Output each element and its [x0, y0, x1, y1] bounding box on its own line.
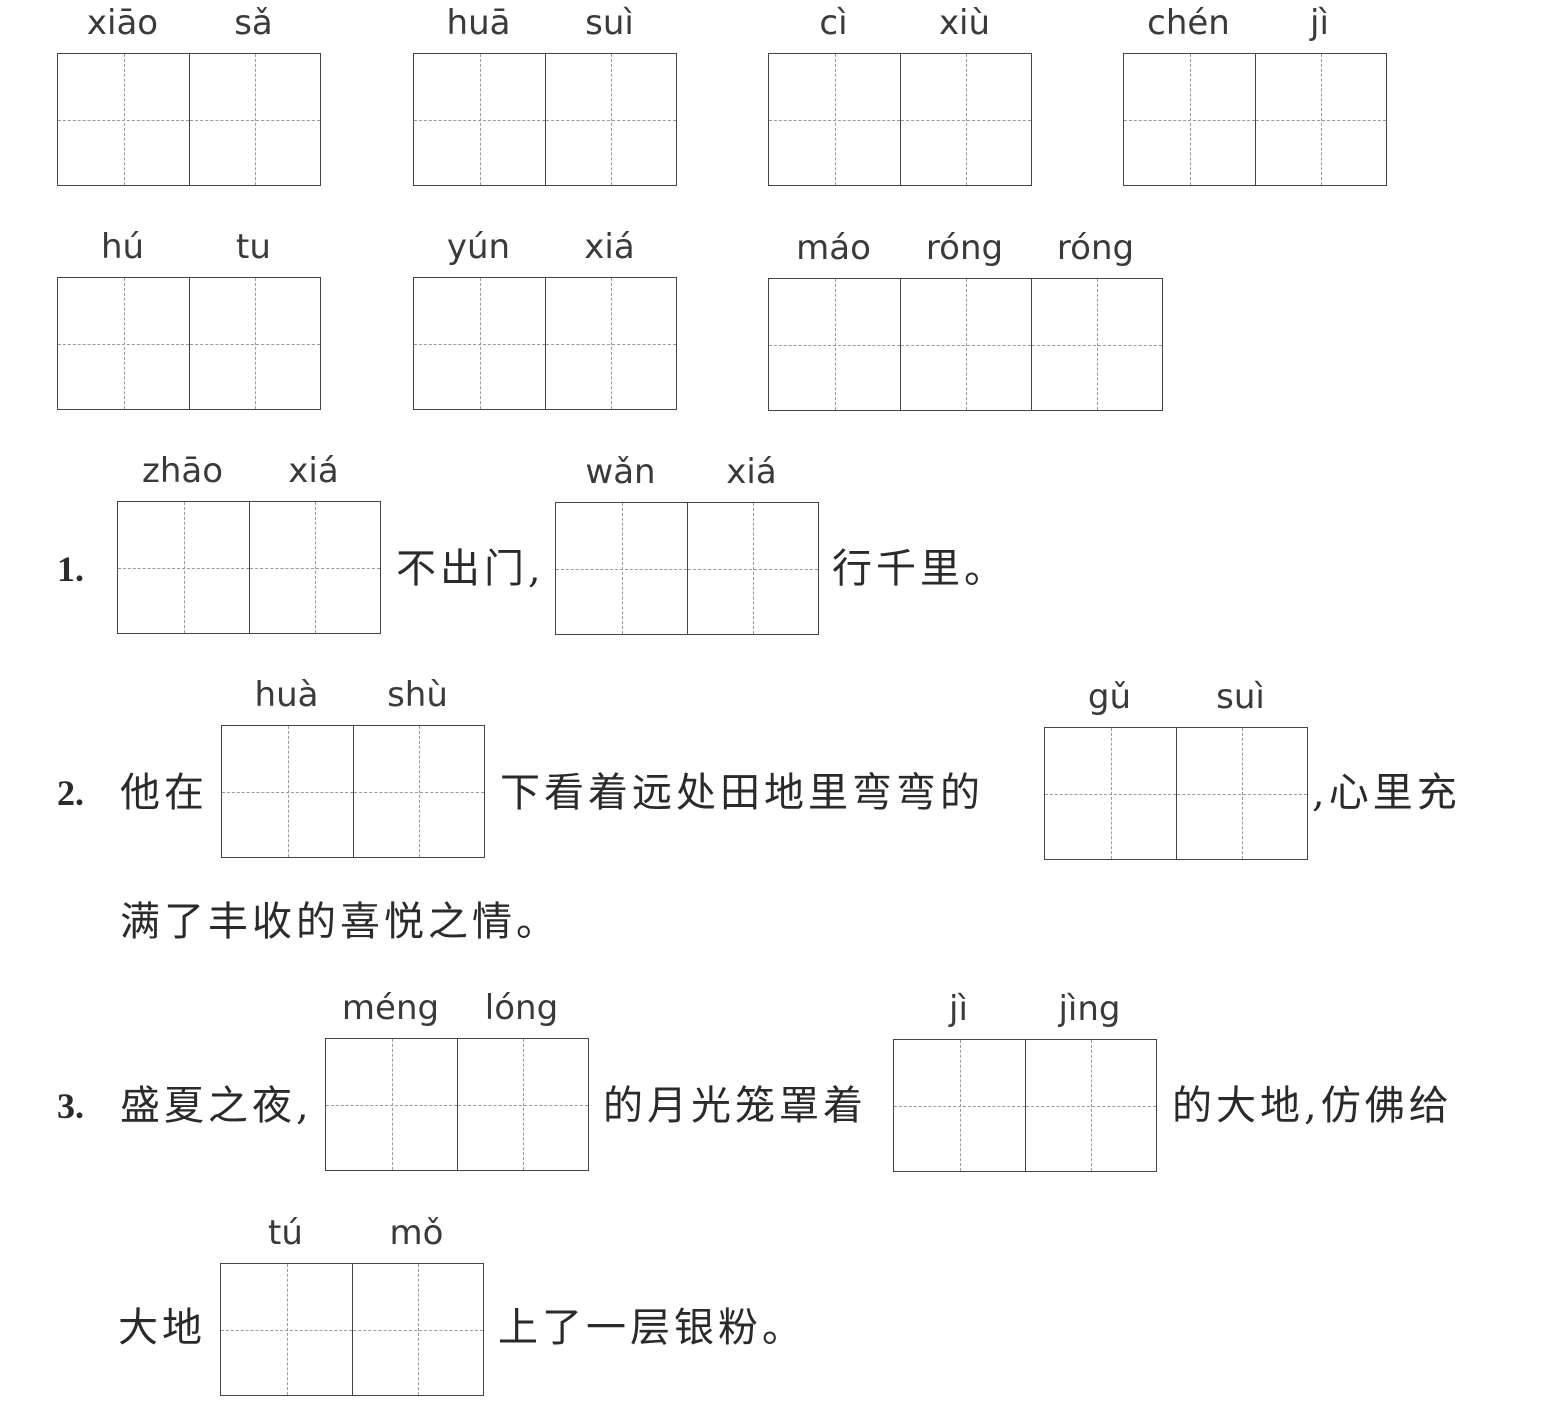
writing-grid: [325, 1038, 589, 1171]
question-number: 2.: [57, 773, 84, 813]
writing-cell[interactable]: [222, 726, 353, 857]
pinyin-label: zhāo: [141, 451, 224, 491]
pinyin-label: hú: [100, 227, 145, 267]
writing-grid: [893, 1039, 1157, 1172]
writing-cell[interactable]: [352, 1264, 483, 1395]
writing-cell[interactable]: [353, 726, 484, 857]
pinyin-label: tú: [268, 1213, 303, 1253]
sentence-text: 大地: [118, 1305, 206, 1351]
writing-cell[interactable]: [58, 54, 189, 185]
sentence-text: 盛夏之夜,: [120, 1083, 313, 1129]
writing-cell[interactable]: [1124, 54, 1255, 185]
sentence-text: 行千里。: [832, 546, 1008, 592]
writing-grid: [220, 1263, 484, 1396]
writing-cell[interactable]: [1176, 728, 1307, 859]
writing-cell[interactable]: [545, 278, 676, 409]
writing-cell[interactable]: [221, 1264, 352, 1395]
writing-grid: [768, 53, 1032, 186]
writing-cell[interactable]: [545, 54, 676, 185]
pinyin-label: suì: [1216, 677, 1265, 717]
writing-cell[interactable]: [687, 503, 818, 634]
writing-cell[interactable]: [556, 503, 687, 634]
pinyin-label: mǒ: [389, 1213, 444, 1253]
pinyin-label: róng: [925, 228, 1004, 268]
pinyin-label: jì: [949, 989, 968, 1029]
pinyin-label: gǔ: [1087, 677, 1132, 717]
pinyin-label: sǎ: [234, 3, 273, 43]
writing-grid: [117, 501, 381, 634]
writing-cell[interactable]: [326, 1039, 457, 1170]
pinyin-label: wǎn: [585, 452, 656, 492]
writing-cell[interactable]: [189, 54, 320, 185]
pinyin-label: jìng: [1058, 989, 1121, 1029]
pinyin-label: xiá: [584, 227, 635, 267]
sentence-text: 他在: [120, 770, 208, 816]
writing-grid: [1123, 53, 1387, 186]
pinyin-label: xiāo: [86, 3, 159, 43]
writing-cell[interactable]: [414, 54, 545, 185]
pinyin-label: cì: [819, 3, 848, 43]
pinyin-label: méng: [341, 988, 440, 1028]
writing-cell[interactable]: [58, 278, 189, 409]
sentence-text: 满了丰收的喜悦之情。: [120, 899, 560, 945]
pinyin-label: jì: [1310, 3, 1329, 43]
writing-cell[interactable]: [900, 279, 1031, 410]
writing-cell[interactable]: [457, 1039, 588, 1170]
pinyin-label: chén: [1147, 3, 1230, 43]
pinyin-label: xiá: [288, 451, 339, 491]
pinyin-label: lóng: [484, 988, 559, 1028]
sentence-text: ,心里充: [1312, 770, 1461, 816]
writing-cell[interactable]: [1031, 279, 1162, 410]
pinyin-label: tu: [236, 227, 271, 267]
sentence-text: 不出门,: [396, 546, 545, 592]
writing-grid: [768, 278, 1163, 411]
writing-cell[interactable]: [769, 54, 900, 185]
sentence-text: 上了一层银粉。: [498, 1305, 806, 1351]
writing-grid: [1044, 727, 1308, 860]
writing-grid: [413, 277, 677, 410]
sentence-text: 的月光笼罩着: [603, 1083, 867, 1129]
writing-grid: [221, 725, 485, 858]
pinyin-label: huā: [446, 3, 511, 43]
sentence-text: 的大地,仿佛给: [1172, 1083, 1453, 1129]
pinyin-label: suì: [585, 3, 634, 43]
writing-grid: [555, 502, 819, 635]
pinyin-label: huà: [254, 675, 319, 715]
pinyin-label: xiù: [938, 3, 991, 43]
writing-cell[interactable]: [1255, 54, 1386, 185]
writing-cell[interactable]: [900, 54, 1031, 185]
writing-cell[interactable]: [1045, 728, 1176, 859]
sentence-text: 下看着远处田地里弯弯的: [500, 770, 984, 816]
writing-cell[interactable]: [769, 279, 900, 410]
pinyin-label: xiá: [726, 452, 777, 492]
pinyin-label: shù: [387, 675, 448, 715]
question-number: 1.: [57, 549, 84, 589]
writing-grid: [413, 53, 677, 186]
writing-cell[interactable]: [414, 278, 545, 409]
writing-cell[interactable]: [118, 502, 249, 633]
writing-cell[interactable]: [1025, 1040, 1156, 1171]
question-number: 3.: [57, 1086, 84, 1126]
writing-cell[interactable]: [894, 1040, 1025, 1171]
writing-grid: [57, 277, 321, 410]
pinyin-label: róng: [1056, 228, 1135, 268]
writing-cell[interactable]: [249, 502, 380, 633]
pinyin-label: yún: [446, 227, 511, 267]
pinyin-label: máo: [796, 228, 871, 268]
writing-cell[interactable]: [189, 278, 320, 409]
writing-grid: [57, 53, 321, 186]
